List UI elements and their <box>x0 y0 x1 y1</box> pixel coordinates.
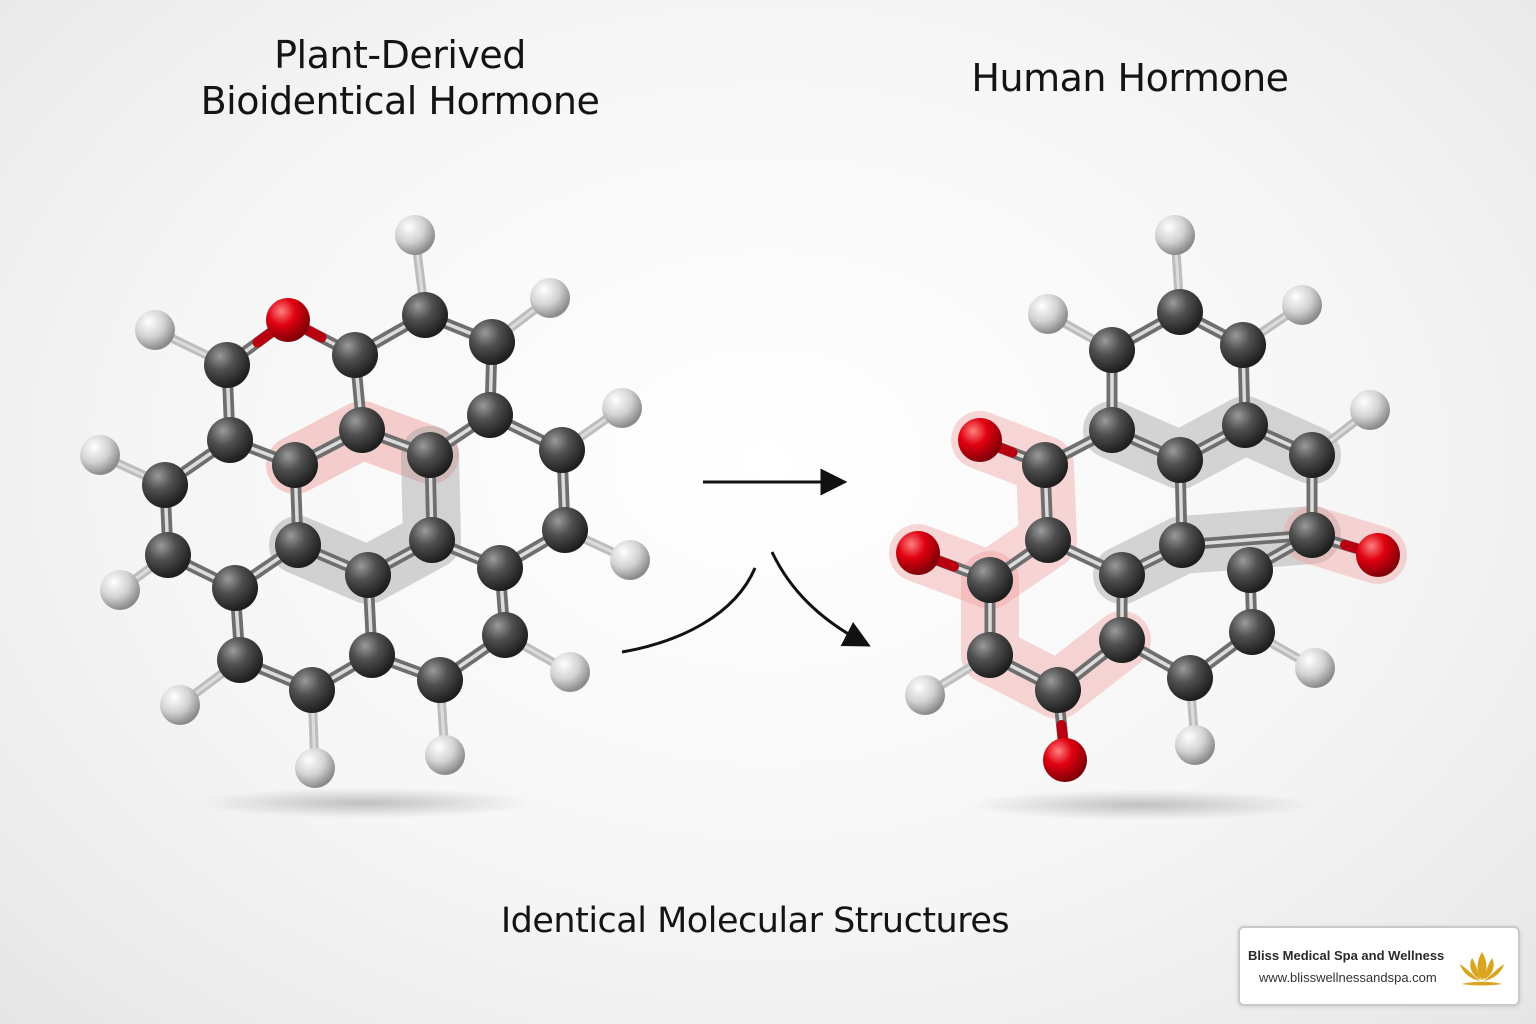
right-carbon-atom <box>1089 327 1135 373</box>
left-molecule-title: Plant-Derived Bioidentical Hormone <box>150 32 650 124</box>
left-hydrogen-atom <box>295 748 335 788</box>
right-carbon-atom <box>1289 432 1335 478</box>
left-hydrogen-atom <box>395 215 435 255</box>
caption: Identical Molecular Structures <box>500 901 1010 941</box>
left-hydrogen-atom <box>160 685 200 725</box>
left-carbon-atom <box>477 545 523 591</box>
left-title-line2: Bioidentical Hormone <box>200 79 600 123</box>
left-carbon-atom <box>482 612 528 658</box>
right-molecule-shadow <box>970 790 1310 820</box>
left-carbon-atom <box>272 442 318 488</box>
right-oxygen-atom <box>958 418 1002 462</box>
left-hydrogen-atom <box>550 652 590 692</box>
right-hydrogen-atom <box>1282 285 1322 325</box>
molecule-atoms <box>80 215 1400 788</box>
right-hydrogen-atom <box>905 675 945 715</box>
lotus-icon <box>1460 952 1504 986</box>
left-carbon-atom <box>467 392 513 438</box>
left-hydrogen-atom <box>100 570 140 610</box>
left-carbon-atom <box>542 507 588 553</box>
right-carbon-atom <box>1167 655 1213 701</box>
right-hydrogen-atom <box>1155 215 1195 255</box>
right-carbon-atom <box>1229 609 1275 655</box>
right-oxygen-atom <box>896 531 940 575</box>
curved-left-arrow-stem <box>621 567 757 654</box>
left-hydrogen-atom <box>135 310 175 350</box>
left-hydrogen-atom <box>602 388 642 428</box>
brand-url: www.blisswellnessandspa.com <box>1259 970 1437 985</box>
right-hydrogen-atom <box>1295 648 1335 688</box>
left-carbon-atom <box>145 532 191 578</box>
left-carbon-atom <box>469 319 515 365</box>
right-carbon-atom <box>1227 547 1273 593</box>
right-molecule-title: Human Hormone <box>971 56 1289 100</box>
left-title-line1: Plant-Derived <box>274 33 526 77</box>
left-carbon-atom <box>212 565 258 611</box>
right-carbon-atom <box>1222 402 1268 448</box>
right-hydrogen-atom <box>1028 294 1068 334</box>
right-oxygen-atom <box>1043 738 1087 782</box>
right-oxygen-atom <box>1356 533 1400 577</box>
brand-watermark: Bliss Medical Spa and Wellness www.bliss… <box>1238 926 1520 1006</box>
left-carbon-atom <box>339 407 385 453</box>
left-carbon-atom <box>332 332 378 378</box>
right-carbon-atom <box>1157 289 1203 335</box>
left-hydrogen-atom <box>530 278 570 318</box>
left-carbon-atom <box>539 427 585 473</box>
conversion-arrows <box>621 468 871 654</box>
left-molecule-shadow <box>200 788 530 818</box>
right-carbon-atom <box>1157 437 1203 483</box>
left-hydrogen-atom <box>610 540 650 580</box>
right-carbon-atom <box>1220 322 1266 368</box>
left-oxygen-atom <box>266 298 310 342</box>
left-hydrogen-atom <box>80 435 120 475</box>
right-carbon-atom <box>1289 512 1335 558</box>
left-carbon-atom <box>407 432 453 478</box>
right-carbon-atom <box>1035 667 1081 713</box>
left-carbon-atom <box>142 462 188 508</box>
left-carbon-atom <box>345 552 391 598</box>
right-carbon-atom <box>1159 522 1205 568</box>
right-carbon-atom <box>967 557 1013 603</box>
left-carbon-atom <box>207 417 253 463</box>
left-carbon-atom <box>417 657 463 703</box>
left-carbon-atom <box>402 292 448 338</box>
right-carbon-atom <box>1022 442 1068 488</box>
brand-name: Bliss Medical Spa and Wellness <box>1248 948 1445 963</box>
molecule-highlights <box>266 396 1407 719</box>
right-hydrogen-atom <box>1175 725 1215 765</box>
left-carbon-atom <box>289 667 335 713</box>
left-carbon-atom <box>409 517 455 563</box>
right-carbon-atom <box>1099 552 1145 598</box>
right-carbon-atom <box>1099 617 1145 663</box>
left-hydrogen-atom <box>425 735 465 775</box>
left-carbon-atom <box>275 522 321 568</box>
left-carbon-atom <box>204 342 250 388</box>
right-carbon-atom <box>1025 517 1071 563</box>
right-hydrogen-atom <box>1350 390 1390 430</box>
right-carbon-atom <box>1089 407 1135 453</box>
right-carbon-atom <box>967 632 1013 678</box>
left-carbon-atom <box>217 637 263 683</box>
left-carbon-atom <box>349 632 395 678</box>
curved-right-arrow <box>770 551 871 647</box>
